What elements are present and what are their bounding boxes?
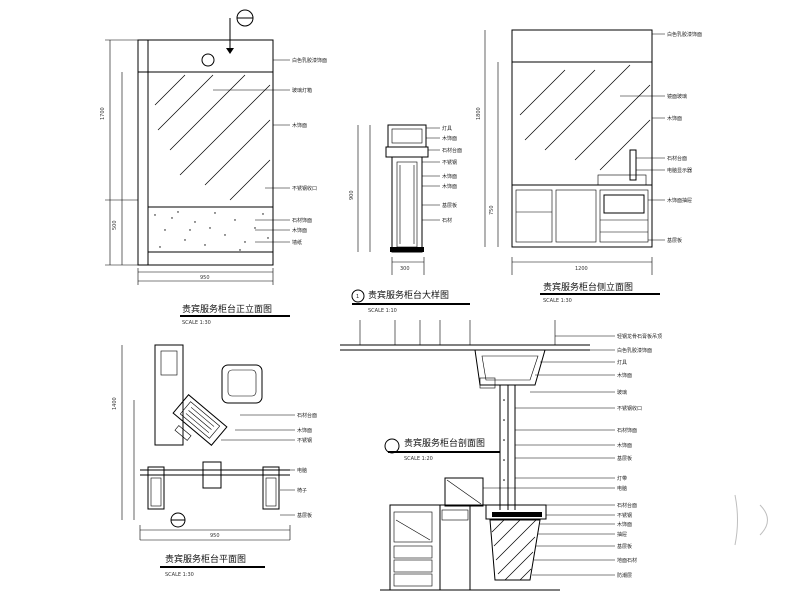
detail-view: 300 900 灯具 木饰面 石材台面 不锈钢 木饰面 木饰面 基层板 石材 1… [349,124,470,314]
note-4: 不锈钢 [442,159,457,166]
dim-h1: 1800 [476,107,482,120]
note-5: 椅子 [297,487,307,494]
note-5: 木饰面 [442,173,457,180]
note-6: 基层板 [297,512,312,519]
side-elevation: 1200 1800 750 白色乳胶漆饰面 镜面玻璃 木饰面 石材台面 电脑显示… [476,29,702,304]
note-3: 木饰面 [292,122,307,129]
note-9: 基层板 [617,455,632,462]
view-title: 贵宾服务柜台正立面图 [182,303,272,315]
note-7: 石材饰面 [617,427,637,434]
note-2: 白色乳胶漆饰面 [617,347,652,354]
note-2: 木饰面 [442,135,457,142]
side-counter [511,184,653,248]
note-16: 基层板 [617,543,632,550]
view-title: 贵宾服务柜台剖面图 [404,437,485,449]
cabinet-outline [137,39,274,266]
note-3: 不锈钢 [297,437,312,444]
dim-width: 950 [200,275,210,281]
note-13: 不锈钢 [617,512,632,519]
plan-view: 950 1400 石材台面 木饰面 不锈钢 电脑 椅子 基层板 贵宾服务柜台平面… [112,344,317,578]
section-view: 轻钢龙骨石膏板吊顶 白色乳胶漆饰面 灯具 木饰面 玻璃 不锈钢收口 石材饰面 木… [340,320,662,591]
note-2: 镜面玻璃 [667,93,687,100]
note-7: 基层板 [667,237,682,244]
note-1: 灯具 [442,125,452,132]
view-scale: SCALE 1:10 [368,308,397,314]
view-title: 贵宾服务柜台侧立面图 [543,281,633,293]
dim-width: 950 [210,533,220,539]
monitor-icon [444,477,484,507]
note-6: 木饰面 [442,183,457,190]
note-15: 抽屉 [617,531,627,538]
dim-h2: 500 [112,220,118,230]
glass-panel [147,71,274,208]
note-2: 木饰面 [297,427,312,434]
note-2: 玻璃灯箱 [292,87,312,94]
note-5: 电脑显示器 [667,167,692,174]
dim-depth: 1400 [112,397,118,410]
view-scale: SCALE 1:30 [543,298,572,304]
watermark-mark [734,494,768,546]
note-3: 石材台面 [442,147,462,154]
note-4: 电脑 [297,467,307,474]
note-17: 地面石材 [617,557,637,564]
dim-height: 900 [349,190,355,200]
note-1: 轻钢龙骨石膏板吊顶 [617,333,662,340]
note-18: 防潮层 [617,572,632,579]
note-5: 石材饰面 [292,217,312,224]
note-3: 木饰面 [667,115,682,122]
dim-h1: 1700 [100,107,106,120]
chair-icon [221,364,263,404]
front-elevation: 950 1700 500 白色乳胶漆饰面 玻璃灯箱 木饰面 不锈钢收口 石材饰面… [100,9,327,326]
note-8: 木饰面 [617,442,632,449]
view-scale: SCALE 1:20 [404,456,433,462]
note-4: 石材台面 [667,155,687,162]
note-11: 电脑 [617,485,627,492]
note-7: 墙纸 [292,239,302,246]
note-8: 石材 [442,217,452,224]
note-1: 石材台面 [297,412,317,419]
note-5: 玻璃 [617,389,627,396]
view-scale: SCALE 1:30 [165,572,194,578]
note-14: 木饰面 [617,521,632,528]
note-1: 白色乳胶漆饰面 [292,57,327,64]
view-scale: SCALE 1:30 [182,320,211,326]
view-title: 贵宾服务柜台大样图 [368,289,449,301]
note-6: 不锈钢收口 [617,405,642,412]
dim-h2: 750 [489,205,495,215]
note-12: 石材台面 [617,502,637,509]
detail-marker: 1 [356,294,359,300]
note-3: 灯具 [617,359,627,366]
note-4: 不锈钢收口 [292,185,317,192]
note-10: 灯带 [617,475,627,482]
note-6: 木饰面 [292,227,307,234]
view-title: 贵宾服务柜台平面图 [165,553,246,565]
note-7: 基层板 [442,202,457,209]
note-1: 白色乳胶漆饰面 [667,31,702,38]
note-4: 木饰面 [617,372,632,379]
dim-width: 300 [400,266,410,272]
note-6: 木饰面抽屉 [667,197,692,204]
stone-base [147,206,274,253]
dim-width: 1200 [575,266,588,272]
